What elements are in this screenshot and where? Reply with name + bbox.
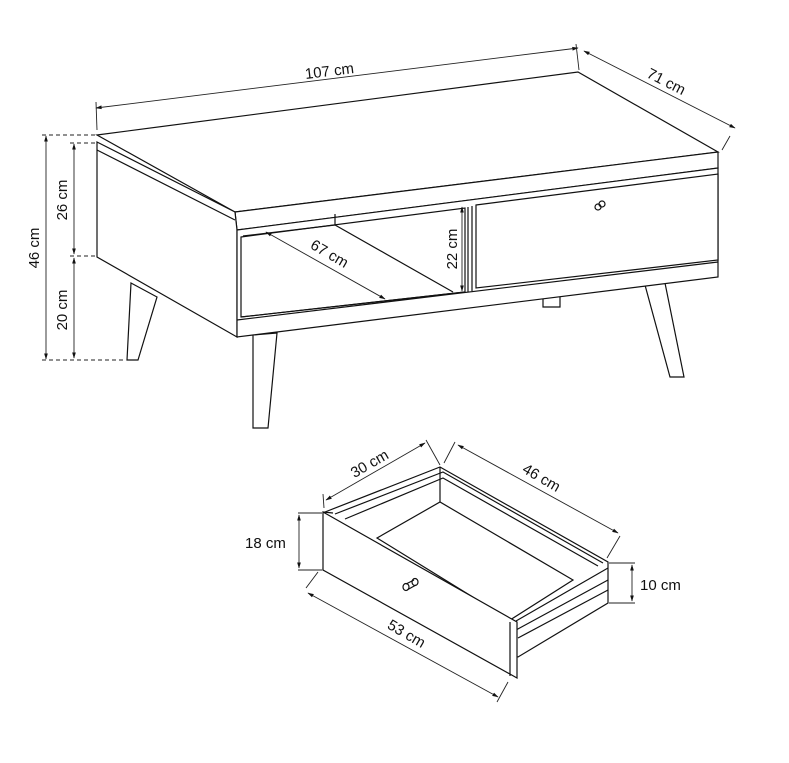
- label-shelf-height: 22 cm: [444, 229, 461, 270]
- label-leg-height: 20 cm: [54, 290, 71, 331]
- label-drawer-front-height: 18 cm: [245, 535, 286, 552]
- label-total-height: 46 cm: [26, 228, 43, 269]
- label-drawer-width: 30 cm: [348, 447, 392, 482]
- label-body-height: 26 cm: [54, 180, 71, 221]
- table-drawing: [95, 71, 720, 429]
- leg-back-right: [644, 282, 685, 378]
- label-drawer-side-height: 10 cm: [640, 577, 681, 594]
- leg-back-left: [126, 282, 158, 361]
- label-width: 107 cm: [304, 60, 355, 83]
- label-depth: 71 cm: [644, 65, 688, 99]
- leg-front-left: [252, 332, 278, 429]
- drawer-knob-icon: [402, 577, 419, 592]
- table-drawer-front: [475, 173, 719, 289]
- drawer-drawing: [322, 466, 609, 680]
- drawer-knob-icon: [594, 200, 606, 211]
